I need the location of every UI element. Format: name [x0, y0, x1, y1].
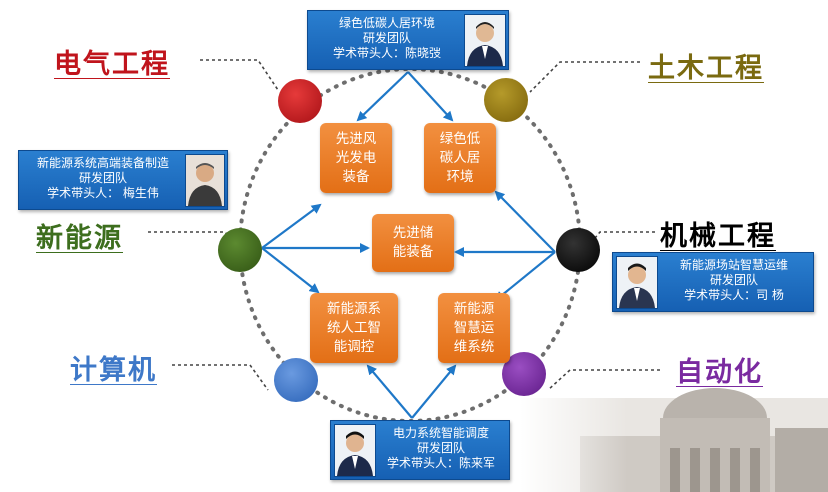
research-box-line: 环境 — [446, 168, 474, 185]
team-card-subtitle: 研发团队 — [78, 171, 127, 185]
research-box-line: 新能源 — [453, 300, 495, 317]
node-computer — [274, 358, 318, 402]
arrow-bottom-to-left — [366, 364, 413, 419]
arrow-top-to-left — [356, 71, 409, 122]
arrow-left-to-bottom — [261, 247, 320, 294]
leader-photo — [334, 424, 376, 477]
team-card-high-end-equipment: 新能源系统高端装备制造 研发团队 学术带头人： 梅生伟 — [18, 150, 228, 210]
research-box-ai-control: 新能源系统人工智能调控 — [310, 293, 398, 363]
discipline-mechanical-label: 机械工程 — [660, 221, 776, 252]
campus-building-illustration — [520, 378, 828, 492]
node-electrical — [278, 79, 322, 123]
research-box-line: 绿色低 — [439, 130, 481, 147]
team-card-dispatch: 电力系统智能调度 研发团队 学术带头人：陈来军 — [330, 420, 510, 480]
node-mechanical — [556, 228, 600, 272]
team-card-title: 新能源场站智慧运维 — [679, 258, 788, 272]
arrow-bottom-to-right — [411, 364, 457, 419]
research-box-line: 统人工智 — [327, 319, 381, 336]
leader-photo — [464, 14, 506, 67]
arrow-right-to-bottom — [494, 251, 556, 302]
discipline-civil-label: 土木工程 — [648, 53, 764, 84]
team-card-leader: 学术带头人：陈来军 — [386, 456, 495, 470]
leader-automation — [547, 369, 660, 391]
discipline-computer-label: 计算机 — [70, 355, 157, 386]
team-card-subtitle: 研发团队 — [416, 441, 465, 455]
research-box-line: 能调控 — [333, 338, 375, 355]
arrow-top-to-right — [407, 71, 454, 122]
research-box-wind-solar: 先进风光发电装备 — [320, 123, 392, 193]
research-box-line: 装备 — [342, 168, 370, 185]
leader-computer — [172, 364, 269, 391]
research-box-line: 先进储 — [392, 225, 434, 241]
team-card-title: 绿色低碳人居环境 — [338, 16, 435, 30]
research-box-line: 碳人居 — [439, 149, 481, 166]
research-box-energy-storage: 先进储能装备 — [372, 214, 454, 272]
discipline-automation-label: 自动化 — [676, 357, 763, 388]
team-card-title: 电力系统智能调度 — [392, 426, 489, 440]
research-box-line: 能装备 — [392, 244, 434, 260]
research-box-smart-om: 新能源智慧运维系统 — [438, 293, 510, 363]
team-card-subtitle: 研发团队 — [709, 273, 758, 287]
leader-photo — [616, 256, 658, 309]
node-civil — [484, 78, 528, 122]
leader-civil — [529, 61, 640, 93]
research-box-line: 先进风 — [335, 130, 377, 147]
research-box-line: 维系统 — [453, 338, 495, 355]
node-new-energy — [218, 228, 262, 272]
discipline-new-energy-label: 新能源 — [36, 223, 123, 254]
team-card-leader: 学术带头人：司 杨 — [684, 288, 784, 302]
research-box-green-habitat: 绿色低碳人居环境 — [424, 123, 496, 193]
team-card-title: 新能源系统高端装备制造 — [36, 156, 169, 170]
research-box-line: 智慧运 — [453, 319, 495, 336]
team-card-smart-om: 新能源场站智慧运维 研发团队 学术带头人：司 杨 — [612, 252, 814, 312]
leader-photo — [185, 154, 225, 207]
leader-electrical — [200, 59, 279, 91]
leader-mechanical — [584, 231, 655, 251]
team-card-subtitle: 研发团队 — [362, 31, 411, 45]
arrow-left-to-top — [261, 203, 322, 249]
discipline-electrical-label: 电气工程 — [54, 49, 170, 80]
team-card-leader: 学术带头人：陈晓弢 — [332, 46, 441, 60]
arrow-right-to-top — [494, 190, 556, 253]
research-box-line: 光发电 — [335, 149, 377, 166]
research-box-line: 新能源系 — [327, 300, 381, 317]
team-card-leader: 学术带头人： 梅生伟 — [47, 186, 159, 200]
team-card-green-habitat: 绿色低碳人居环境 研发团队 学术带头人：陈晓弢 — [307, 10, 509, 70]
